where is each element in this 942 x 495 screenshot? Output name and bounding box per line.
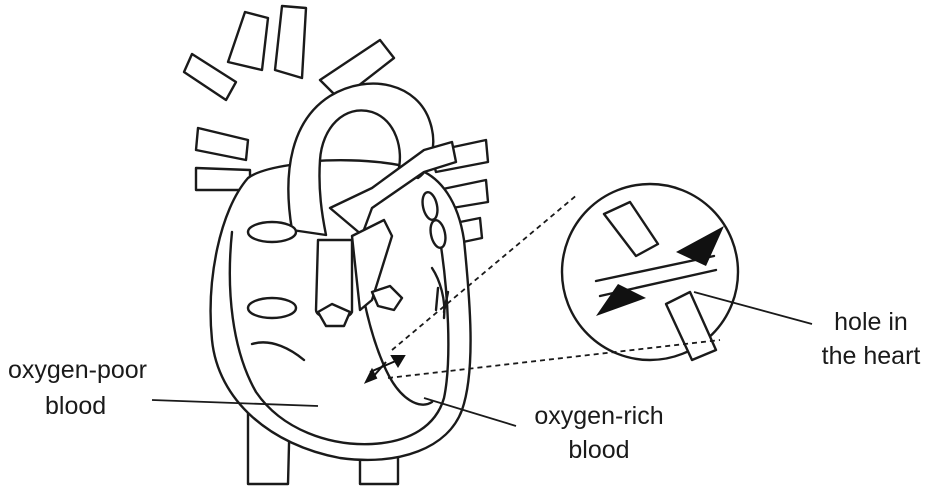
hole-label-line1: hole in (812, 310, 930, 335)
oxygen-poor-label-line2: blood (45, 394, 106, 419)
vein-opening-2 (248, 298, 296, 318)
pulmonary-veins-left (196, 128, 250, 190)
hole-label-line2: the heart (812, 344, 930, 369)
oxygen-rich-label-line1: oxygen-rich (522, 404, 676, 429)
vein-opening-1 (248, 222, 296, 242)
oxygen-rich-label-line2: blood (522, 438, 676, 463)
oxygen-poor-label-line1: oxygen-poor (8, 358, 147, 383)
